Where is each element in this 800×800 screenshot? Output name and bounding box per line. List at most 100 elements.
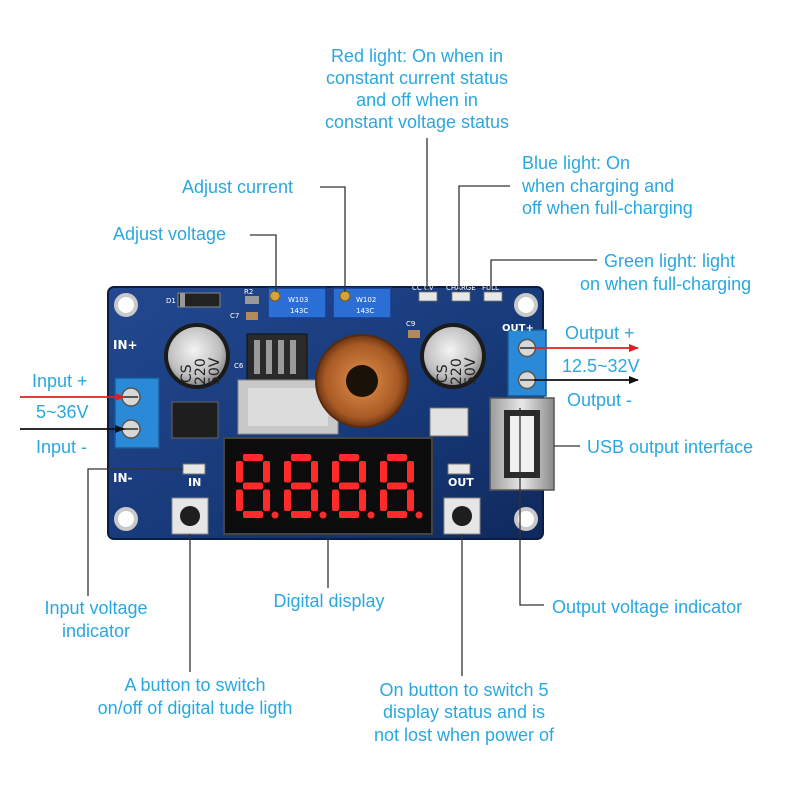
decimal-point: [415, 511, 423, 519]
on-button-line2: display status and is: [383, 702, 545, 722]
silk-in-plus: IN+: [113, 338, 138, 352]
decimal-point: [271, 511, 279, 519]
resistor-r2: [245, 296, 259, 304]
output-range-label: 12.5~32V: [562, 356, 640, 376]
switch-button-line2: on/off of digital tude ligth: [98, 698, 293, 718]
switch-button[interactable]: [171, 497, 209, 535]
blue-light-line3: off when full-charging: [522, 198, 693, 218]
cap-left-line2: 220: [193, 358, 209, 385]
silk-c9: C9: [406, 320, 415, 328]
segment-c: [407, 489, 414, 511]
input-indicator-line1: Input voltage: [44, 598, 147, 618]
segment-a: [387, 454, 407, 461]
adjust-current-label: Adjust current: [182, 177, 293, 197]
schottky-diode: [171, 401, 219, 439]
segment-e: [284, 489, 291, 511]
segment-f: [332, 461, 339, 483]
segment-c: [311, 489, 318, 511]
led-cc-cv: [418, 291, 438, 302]
annotation-labels: Red light: On when in constant current s…: [32, 46, 753, 745]
leader-lines: [87, 138, 597, 676]
segment-c: [263, 489, 270, 511]
segment-g: [243, 482, 263, 490]
segment-e: [332, 489, 339, 511]
pcb-board: W103 143C W102 143C CS 220 50V: [107, 284, 555, 540]
segment-g: [291, 482, 311, 490]
silk-cc-cv: CC CV: [412, 284, 434, 292]
segment-b: [407, 461, 414, 483]
input-range-label: 5~36V: [36, 402, 89, 422]
usb-label: USB output interface: [587, 437, 753, 457]
silk-out: OUT: [448, 476, 474, 489]
input-terminal-block: [114, 377, 160, 449]
output-indicator-label: Output voltage indicator: [552, 597, 742, 617]
pot-left-line1: W103: [288, 296, 308, 304]
led-full: [483, 291, 503, 302]
segment-g: [339, 482, 359, 490]
usb-port: [489, 397, 555, 491]
adjust-voltage-label: Adjust voltage: [113, 224, 226, 244]
green-light-line2: on when full-charging: [580, 274, 751, 294]
led-charge: [451, 291, 471, 302]
input-plus-label: Input +: [32, 371, 88, 391]
input-minus-label: Input -: [36, 437, 87, 457]
cap-left-line1: CS: [179, 364, 195, 383]
segment-e: [236, 489, 243, 511]
segment-b: [311, 461, 318, 483]
segment-d: [339, 511, 359, 518]
led-input-indicator: [182, 463, 206, 475]
input-indicator-line2: indicator: [62, 621, 130, 641]
status-leds: [418, 291, 503, 302]
red-light-line3: and off when in: [356, 90, 478, 110]
silk-c7: C7: [230, 312, 239, 320]
digital-display-label: Digital display: [273, 591, 384, 611]
capacitor-input: CS 220 50V: [164, 323, 230, 389]
mounting-holes: [114, 293, 538, 531]
digital-display: [223, 437, 433, 535]
switch-button-line1: A button to switch: [124, 675, 265, 695]
segment-a: [243, 454, 263, 461]
silk-in-minus: IN-: [113, 471, 133, 485]
output-terminal-block: [507, 329, 547, 397]
segment-f: [236, 461, 243, 483]
blue-light-line2: when charging and: [521, 176, 674, 196]
toroid-inductor: [315, 334, 409, 428]
red-light-line2: constant current status: [326, 68, 508, 88]
capacitor-c7: [246, 312, 258, 320]
green-light-line1: Green light: light: [604, 251, 735, 271]
silk-c6: C6: [234, 362, 244, 370]
pot-left-line2: 143C: [290, 307, 308, 315]
segment-d: [387, 511, 407, 518]
red-light-line4: constant voltage status: [325, 112, 509, 132]
led-output-indicator: [447, 463, 471, 475]
capacitor-output: CS 220 50V: [420, 323, 486, 389]
segment-d: [291, 511, 311, 518]
silk-d1: D1: [166, 297, 176, 305]
cap-right-line2: 220: [449, 358, 465, 385]
terminal-arrows: [20, 344, 639, 433]
silk-r2: R2: [244, 288, 253, 296]
silk-charge: CHARGE: [446, 284, 476, 292]
cap-left-line3: 50V: [207, 357, 223, 385]
segment-e: [380, 489, 387, 511]
on-button[interactable]: [443, 497, 481, 535]
display-digits: [236, 454, 423, 519]
segment-g: [387, 482, 407, 490]
silk-in: IN: [188, 476, 201, 489]
segment-f: [284, 461, 291, 483]
red-light-line1: Red light: On when in: [331, 46, 503, 66]
segment-f: [380, 461, 387, 483]
capacitor-c9: [408, 330, 420, 338]
silk-out-plus: OUT+: [502, 323, 534, 334]
segment-b: [263, 461, 270, 483]
segment-d: [243, 511, 263, 518]
smd-component: [429, 407, 469, 437]
pot-right-line2: 143C: [356, 307, 374, 315]
potentiometer-current: W102 143C: [332, 287, 392, 319]
segment-b: [359, 461, 366, 483]
cap-right-line1: CS: [435, 364, 451, 383]
diode-d1: [177, 292, 221, 308]
on-button-line3: not lost when power of: [374, 725, 555, 745]
segment-a: [339, 454, 359, 461]
cap-right-line3: 50V: [463, 357, 479, 385]
